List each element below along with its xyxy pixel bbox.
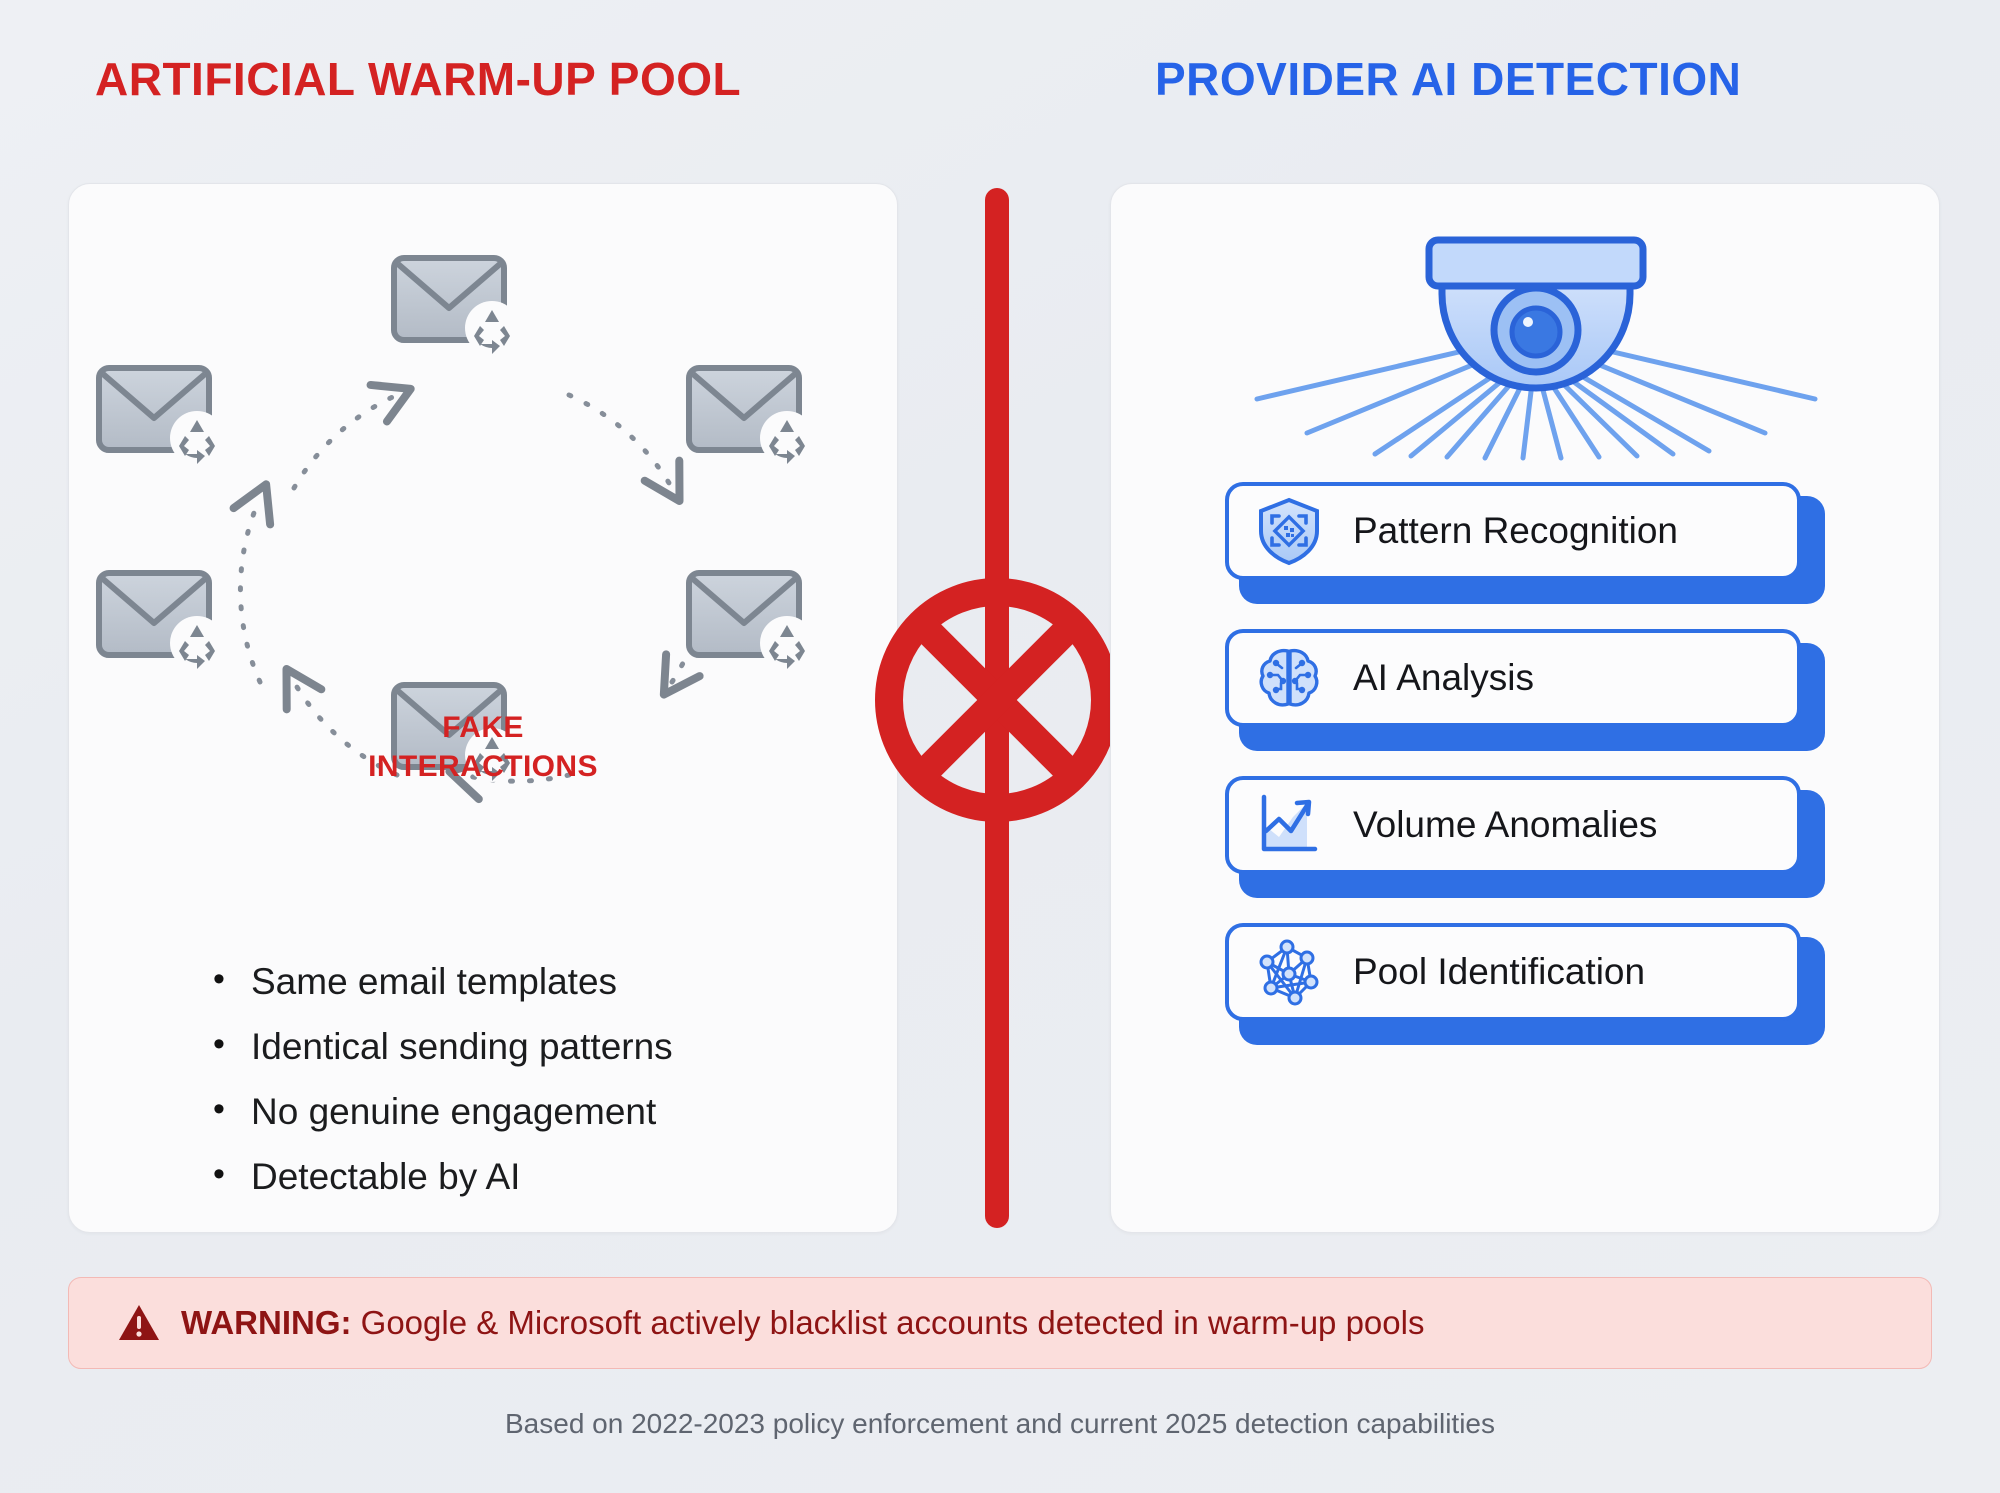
warning-message: Google & Microsoft actively blacklist ac… — [351, 1304, 1425, 1341]
footnote: Based on 2022-2023 policy enforcement an… — [505, 1408, 1495, 1439]
detection-card-pool-identification[interactable]: Pool Identification — [1225, 923, 1825, 1045]
list-item: Same email templates — [209, 947, 673, 1014]
list-item: Detectable by AI — [209, 1142, 673, 1209]
warning-text: WARNING: Google & Microsoft actively bla… — [181, 1304, 1424, 1342]
detection-card-ai-analysis[interactable]: AI Analysis — [1225, 629, 1825, 751]
detection-card-volume-anomalies[interactable]: Volume Anomalies — [1225, 776, 1825, 898]
warning-triangle-icon — [117, 1301, 161, 1345]
network-graph-icon — [1251, 934, 1327, 1010]
provider-ai-detection-panel: Pattern Recognition — [1110, 183, 1940, 1233]
ring-diagram-svg — [96, 255, 814, 804]
prohibition-x-icon — [869, 572, 1125, 828]
brain-circuit-icon — [1251, 640, 1327, 716]
card-label: AI Analysis — [1353, 657, 1534, 698]
list-item: No genuine engagement — [209, 1077, 673, 1144]
fake-label-line1: FAKE — [442, 711, 524, 744]
fake-interactions-label: FAKE INTERACTIONS — [69, 708, 897, 786]
fake-interaction-ring — [69, 198, 897, 918]
headings-row: ARTIFICIAL WARM-UP POOL PROVIDER AI DETE… — [0, 0, 2000, 140]
envelope-node-group — [96, 255, 814, 782]
artificial-warmup-pool-panel: FAKE INTERACTIONS Same email templates I… — [68, 183, 898, 1233]
warmup-pool-traits-list: Same email templates Identical sending p… — [209, 947, 673, 1209]
card-label: Pattern Recognition — [1353, 510, 1678, 551]
fake-label-line2: INTERACTIONS — [368, 750, 598, 783]
card-label: Pool Identification — [1353, 951, 1646, 992]
warning-prefix: WARNING: — [181, 1304, 352, 1341]
page-title-left: ARTIFICIAL WARM-UP POOL — [95, 53, 742, 105]
warning-banner: WARNING: Google & Microsoft actively bla… — [68, 1277, 1932, 1369]
page-title-right: PROVIDER AI DETECTION — [1155, 53, 1742, 105]
security-camera-icon — [1111, 204, 1939, 464]
detection-card-pattern-recognition[interactable]: Pattern Recognition — [1225, 482, 1825, 604]
card-label: Volume Anomalies — [1353, 804, 1658, 845]
list-item: Identical sending patterns — [209, 1012, 673, 1079]
shield-scan-icon — [1251, 493, 1327, 569]
detection-capability-cards: Pattern Recognition — [1111, 482, 1939, 1070]
chart-trend-up-icon — [1251, 787, 1327, 863]
